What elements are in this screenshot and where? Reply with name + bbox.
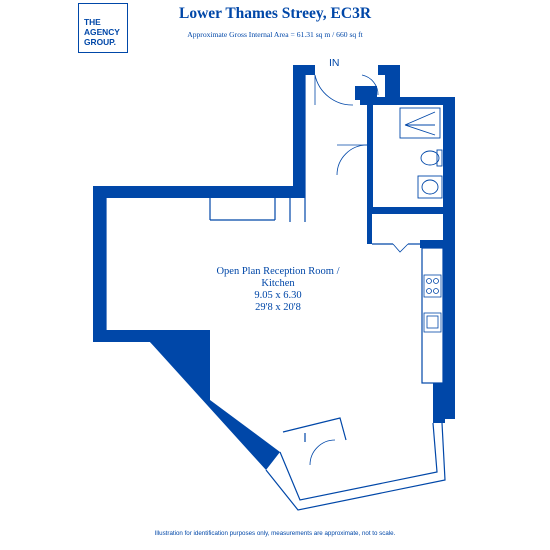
logo-line-2: AGENCY [84,27,120,37]
basin [417,175,443,199]
logo-line-1: THE [84,17,101,27]
wall-east-lower [433,383,445,423]
disclaimer: Illustration for identification purposes… [154,530,396,537]
wall-bathroom-south [367,207,447,214]
wall-kitchen-top [420,240,445,248]
room-dims-metric: 9.05 x 6.30 [254,290,302,301]
agency-logo: THE AGENCY GROUP. [78,3,128,53]
property-title: Lower Thames Streey, EC3R [178,5,372,22]
kitchen-sink [423,312,442,333]
room-dims-imperial: 29'8 x 20'8 [255,302,301,313]
wall-entry-north [293,65,315,75]
wall-bathroom-west [367,105,373,210]
hob [423,274,442,298]
wall-corridor-west [293,65,305,198]
wall-east [443,97,455,419]
entry-label: IN [329,57,340,69]
room-name-line1: Open Plan Reception Room / [216,266,340,277]
logo-line-3: GROUP. [84,37,116,47]
gross-area-subtitle: Approximate Gross Internal Area = 61.31 … [187,30,363,39]
wall-corridor-stub [355,86,377,100]
room-label: Open Plan Reception Room / Kitchen 9.05 … [188,266,368,314]
toilet-bowl [420,150,440,166]
shower-tray [399,107,441,139]
wall-service-east [385,65,400,105]
room-name-line2: Kitchen [261,278,295,289]
wall-utility-west [367,214,372,244]
wall-service-north [360,97,455,105]
wall-diagonal [150,342,280,470]
